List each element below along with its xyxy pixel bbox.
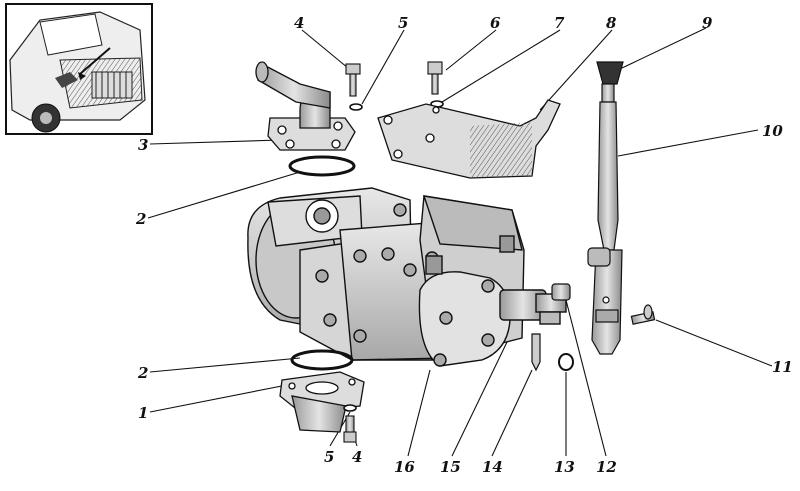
part-small-hardware (531, 283, 574, 372)
callout-11: 11 (772, 358, 793, 376)
callout-4-bottom: 4 (352, 448, 362, 466)
truck-inset (5, 3, 153, 135)
callout-15: 15 (440, 458, 461, 476)
callout-9: 9 (702, 14, 713, 32)
callout-5-top: 5 (398, 14, 408, 32)
callout-1: 1 (138, 404, 148, 422)
part-pin (630, 304, 656, 325)
callout-7: 7 (554, 14, 565, 32)
part-elbow-flange (255, 61, 356, 151)
part-gasket-top (288, 155, 356, 177)
callout-8: 8 (606, 14, 617, 32)
callout-2-top: 2 (135, 210, 146, 228)
callout-4-top: 4 (294, 14, 304, 32)
callout-16: 16 (394, 458, 415, 476)
callout-3: 3 (138, 136, 148, 154)
callout-14: 14 (482, 458, 503, 476)
callout-5-bottom: 5 (324, 448, 334, 466)
part-bolts-top (345, 61, 444, 111)
callout-labels: 4 5 6 7 8 9 10 3 2 11 2 1 5 4 16 15 14 1… (135, 14, 793, 476)
part-flange-lower (279, 349, 365, 433)
part-pump-body (247, 187, 567, 367)
part-bolt-lower (343, 404, 357, 443)
callout-2-bottom: 2 (137, 364, 148, 382)
part-lever (587, 61, 624, 355)
callout-10: 10 (762, 122, 783, 140)
callout-6: 6 (490, 14, 501, 32)
part-bracket (377, 99, 561, 179)
callout-13: 13 (554, 458, 575, 476)
callout-12: 12 (596, 458, 617, 476)
